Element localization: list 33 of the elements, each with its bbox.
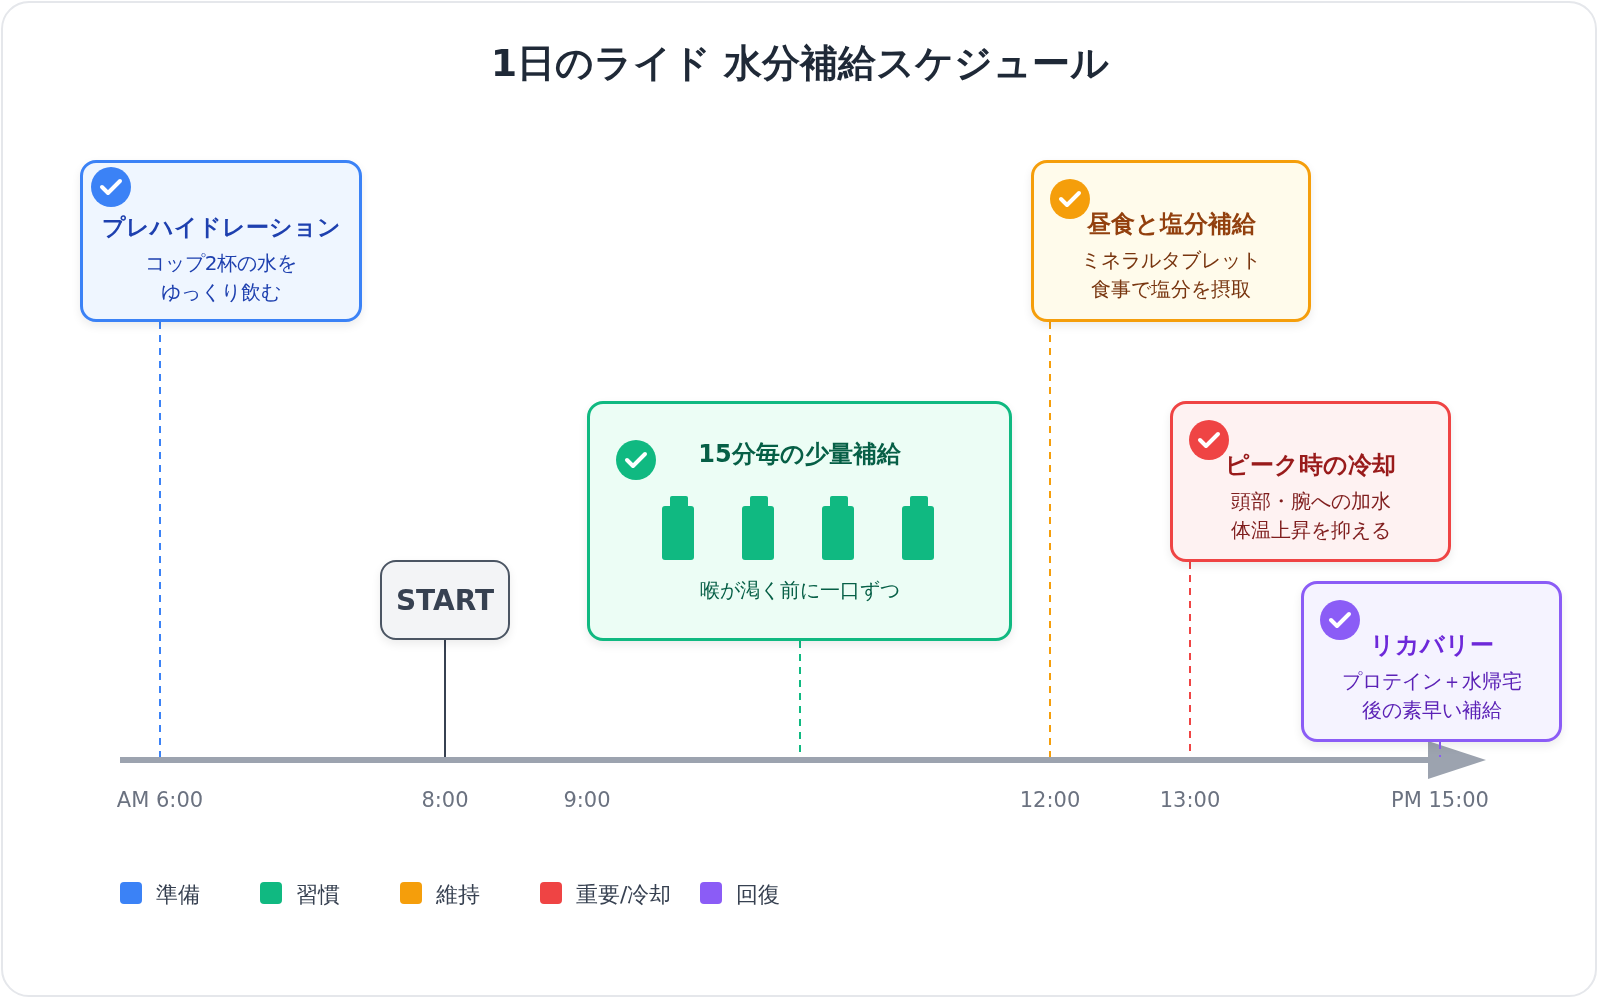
legend-label: 準備 <box>156 881 200 909</box>
leader-line <box>444 639 446 758</box>
card-text: ミネラルタブレット食事で塩分を摂取 <box>1080 247 1262 303</box>
card-text: プロテイン＋水帰宅後の素早い補給 <box>1340 667 1523 724</box>
time-label: 12:00 <box>1019 788 1081 812</box>
card-heading: 15分毎の少量補給 <box>698 438 901 470</box>
start-box <box>380 560 510 640</box>
time-label: 13:00 <box>1159 788 1221 812</box>
event-card <box>80 160 362 322</box>
card-heading: プレハイドレーション <box>101 212 341 242</box>
time-label: 8:00 <box>421 788 469 812</box>
leader-line <box>1439 741 1441 758</box>
legend-label: 重要/冷却 <box>576 881 672 909</box>
card-text: 喉が渇く前に一口ずつ <box>698 576 901 604</box>
event-card <box>1301 581 1562 742</box>
event-card <box>587 401 1012 641</box>
event-card <box>1031 160 1311 322</box>
legend-label: 維持 <box>436 881 480 909</box>
event-card <box>1170 401 1451 562</box>
leader-line <box>1049 321 1051 758</box>
title: 1日のライド 水分補給スケジュール <box>489 40 1111 87</box>
card-text: 頭部・腕への加水体温上昇を抑える <box>1229 487 1392 544</box>
time-label: 9:00 <box>563 788 611 812</box>
leader-line <box>159 321 161 758</box>
time-label: AM 6:00 <box>116 788 204 812</box>
card-heading: ピーク時の冷却 <box>1225 449 1396 481</box>
time-label: PM 15:00 <box>1391 788 1489 812</box>
start-label: START <box>395 583 495 617</box>
card-heading: 昼食と塩分補給 <box>1086 209 1256 240</box>
card-heading: リカバリー <box>1369 629 1494 661</box>
legend-label: 習慣 <box>296 881 340 909</box>
legend-label: 回復 <box>736 881 780 909</box>
card-text: コップ2杯の水をゆっくり飲む <box>143 249 299 306</box>
